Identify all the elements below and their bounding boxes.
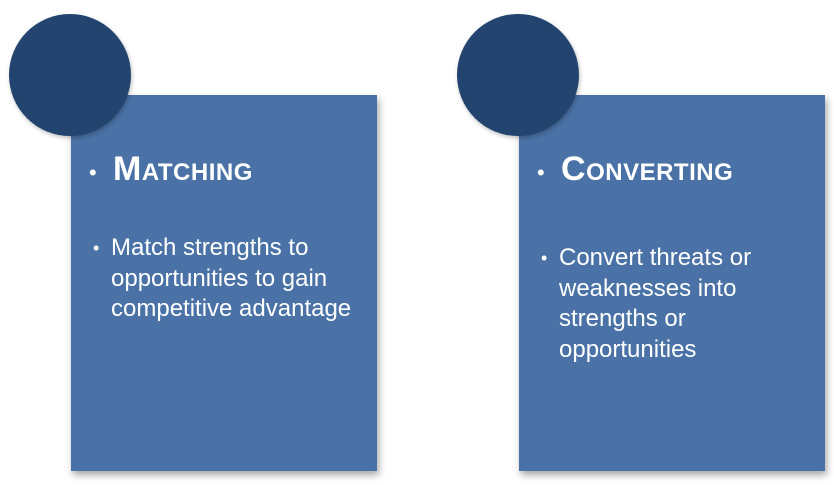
- converting-description-text: Convert threats or weaknesses into stren…: [559, 244, 752, 363]
- converting-heading-text: Converting: [561, 150, 734, 188]
- bullet-icon: •: [93, 238, 100, 258]
- bullet-icon: •: [541, 248, 548, 268]
- matching-heading-text: Matching: [113, 150, 253, 188]
- matching-circle: [9, 14, 131, 136]
- matching-heading: • Matching: [89, 150, 367, 189]
- converting-heading: • Converting: [537, 150, 815, 189]
- converting-description: • Convert threats or weaknesses into str…: [541, 243, 815, 365]
- converting-card: • Converting • Convert threats or weakne…: [519, 95, 825, 471]
- converting-circle: [457, 14, 579, 136]
- matching-card: • Matching • Match strengths to opportun…: [71, 95, 377, 471]
- matching-description-text: Match strengths to opportunities to gain…: [111, 234, 352, 322]
- matching-description: • Match strengths to opportunities to ga…: [93, 233, 367, 325]
- bullet-icon: •: [89, 160, 98, 185]
- bullet-icon: •: [537, 160, 546, 185]
